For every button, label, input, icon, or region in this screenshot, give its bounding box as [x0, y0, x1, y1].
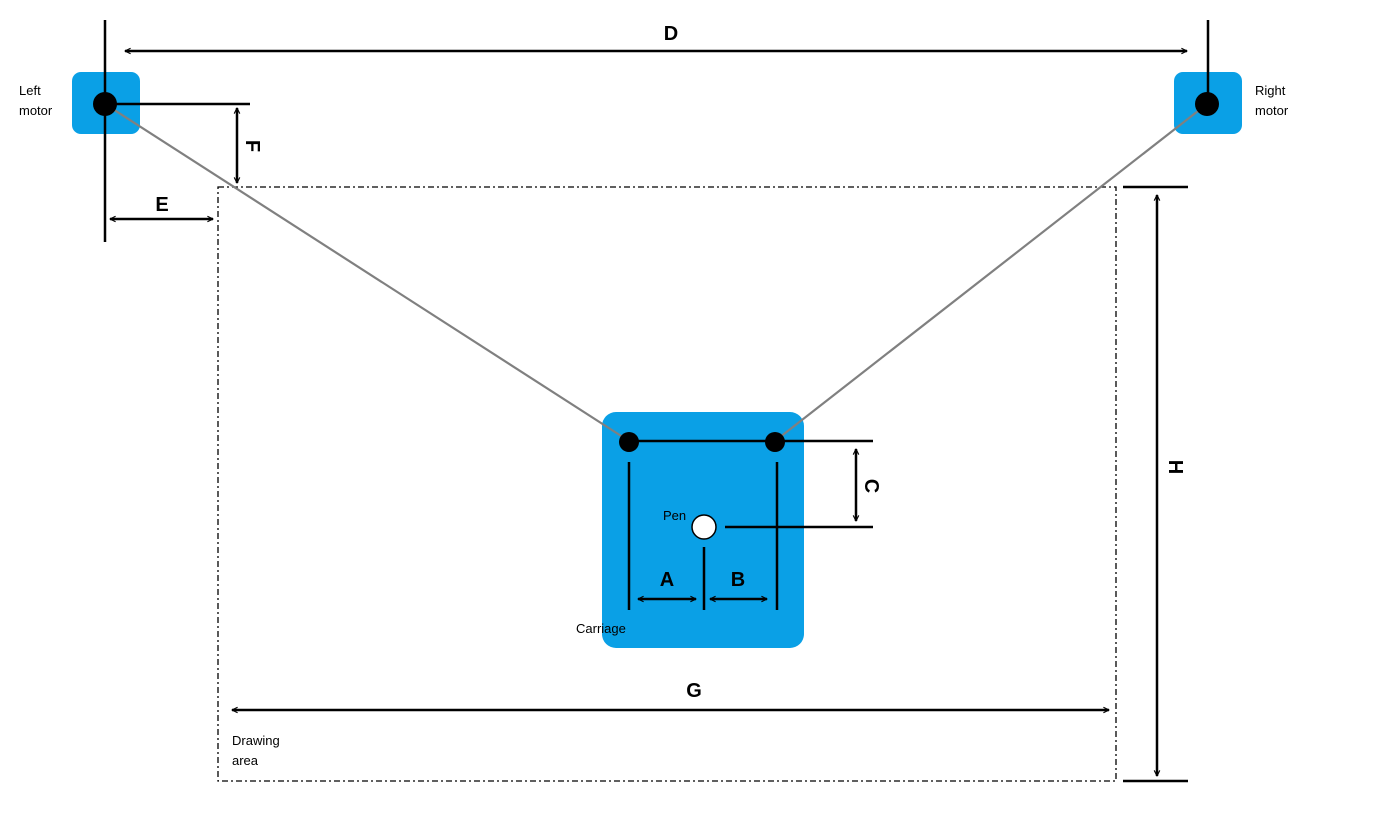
drawing-area-border	[217, 186, 1117, 782]
dimension-d-label: D	[664, 23, 678, 45]
dimension-e-label: E	[155, 194, 168, 216]
carriage-right-anchor	[765, 432, 785, 452]
pen-circle	[691, 514, 717, 540]
right-motor-label-line1: Right	[1255, 83, 1286, 98]
pen-label: Pen	[663, 508, 686, 523]
dimension-h-label: H	[1164, 460, 1186, 474]
left-motor-label-line1: Left	[19, 83, 41, 98]
dimension-b-label: B	[731, 569, 745, 591]
left-cord	[104, 103, 630, 442]
dimension-g-label: G	[686, 680, 702, 702]
drawing-area-label-line2: area	[232, 753, 259, 768]
carriage-label: Carriage	[576, 621, 626, 636]
dimension-a-label: A	[660, 569, 674, 591]
drawing-area-label-line1: Drawing	[232, 733, 280, 748]
right-motor-label-line2: motor	[1255, 103, 1289, 118]
left-motor-label-line2: motor	[19, 103, 53, 118]
right-cord	[774, 103, 1208, 442]
dimension-c-label: C	[860, 479, 882, 493]
dimension-f-label: F	[241, 140, 263, 152]
carriage-left-anchor	[619, 432, 639, 452]
right-motor-pulley	[1195, 92, 1219, 116]
left-motor-pulley	[93, 92, 117, 116]
